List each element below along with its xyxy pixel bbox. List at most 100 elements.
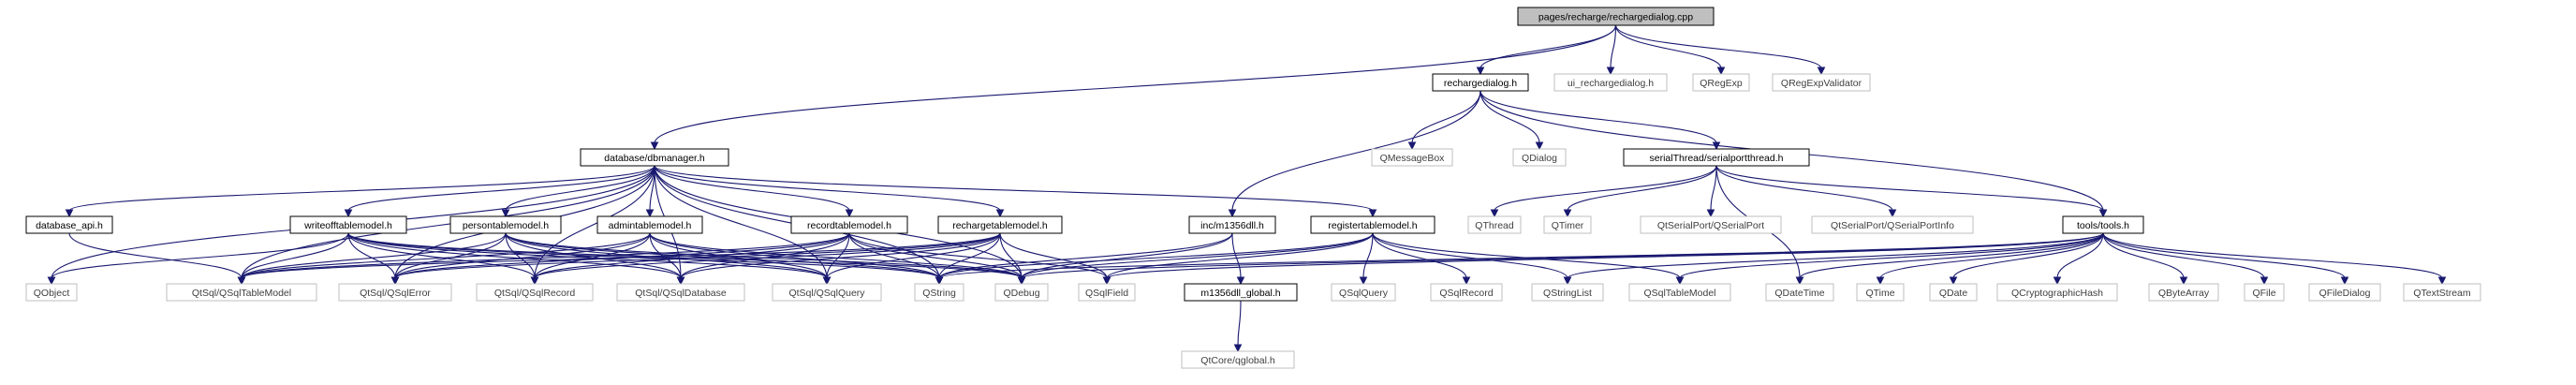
node-box xyxy=(1184,283,1298,302)
node-qdatetime[interactable]: QDateTime xyxy=(1765,283,1834,302)
node-box xyxy=(1512,148,1567,167)
node-box xyxy=(1310,215,1435,234)
node-qdate[interactable]: QDate xyxy=(1929,283,1978,302)
node-label: QtSql/QSqlTableModel xyxy=(192,288,291,299)
edge-registertablemodel_h-to-qsqlquery xyxy=(1359,232,1374,286)
edge-rechargedialog_h-to-qmessagebox xyxy=(1407,90,1481,151)
node-m1356dll-h[interactable]: inc/m1356dll.h xyxy=(1188,215,1276,234)
edge-dbmanager_h-to-rechargetablemodel_h xyxy=(654,165,1005,218)
node-box xyxy=(914,283,964,302)
edge-rechargetablemodel_h-to-qsqlerror xyxy=(390,232,1001,286)
node-qregexp[interactable]: QRegExp xyxy=(1692,73,1750,92)
node-qfiledialog[interactable]: QFileDialog xyxy=(2308,283,2381,302)
node-root[interactable]: pages/recharge/rechargedialog.cpp xyxy=(1517,7,1715,26)
edge-dbmanager_h-to-writeofftablemodel_h xyxy=(344,165,655,218)
node-box xyxy=(1188,215,1276,234)
node-label: QCryptographicHash xyxy=(2011,288,2103,299)
edge-serialportthread_h-to-qserialportinfo xyxy=(1715,165,1897,218)
node-qserialport[interactable]: QtSerialPort/QSerialPort xyxy=(1640,215,1782,234)
node-qstring[interactable]: QString xyxy=(914,283,964,302)
node-label: tools/tools.h xyxy=(2077,220,2129,231)
node-database-api-h[interactable]: database_api.h xyxy=(25,215,113,234)
edge-dbmanager_h-to-persontablemodel_h xyxy=(501,165,655,218)
node-label: pages/recharge/rechargedialog.cpp xyxy=(1538,11,1693,22)
node-box xyxy=(772,283,882,302)
node-ui-rechargedialog-h[interactable]: ui_rechargedialog.h xyxy=(1553,73,1668,92)
edge-root-to-qregexp xyxy=(1614,24,1726,76)
node-box xyxy=(937,215,1063,234)
node-qbytearray[interactable]: QByteArray xyxy=(2148,283,2219,302)
node-label: database/dbmanager.h xyxy=(604,153,705,164)
edge-root-to-ui_rechargedialog_h xyxy=(1606,24,1617,76)
node-box xyxy=(1432,73,1529,92)
node-label: QObject xyxy=(34,288,70,299)
node-qmessagebox[interactable]: QMessageBox xyxy=(1371,148,1453,167)
edge-rechargetablemodel_h-to-qsqltablemodel_mod xyxy=(237,232,1001,286)
node-label: ui_rechargedialog.h xyxy=(1568,78,1654,89)
edge-tools_h-to-qtime xyxy=(1876,232,2104,286)
edge-writeofftablemodel_h-to-qobject xyxy=(47,232,349,286)
node-qtime[interactable]: QTime xyxy=(1856,283,1905,302)
node-qtimer[interactable]: QTimer xyxy=(1543,215,1592,234)
node-box xyxy=(580,148,729,167)
node-writeofftablemodel-h[interactable]: writeofftablemodel.h xyxy=(289,215,407,234)
node-label: QRegExpValidator xyxy=(1781,78,1862,89)
node-box xyxy=(1371,148,1453,167)
edge-tools_h-to-qsqltablemodel xyxy=(1675,232,2104,286)
node-persontablemodel-h[interactable]: persontablemodel.h xyxy=(449,215,562,234)
node-qserialportinfo[interactable]: QtSerialPort/QSerialPortInfo xyxy=(1811,215,1974,234)
node-qsqlquery-mod[interactable]: QtSql/QSqlQuery xyxy=(772,283,882,302)
node-tools-h[interactable]: tools/tools.h xyxy=(2062,215,2144,234)
node-rechargetablemodel-h[interactable]: rechargetablemodel.h xyxy=(937,215,1063,234)
node-qdialog[interactable]: QDialog xyxy=(1512,148,1567,167)
node-label: inc/m1356dll.h xyxy=(1200,220,1264,231)
node-label: serialThread/serialportthread.h xyxy=(1650,153,1784,164)
node-label: rechargedialog.h xyxy=(1444,78,1517,89)
node-qthread[interactable]: QThread xyxy=(1467,215,1522,234)
edge-tools_h-to-qbytearray xyxy=(2102,232,2188,286)
node-qcryptographichash[interactable]: QCryptographicHash xyxy=(1996,283,2118,302)
node-qsqlerror[interactable]: QtSql/QSqlError xyxy=(338,283,452,302)
node-box xyxy=(2244,283,2285,302)
edge-m1356dll_global_h-to-qglobal_h xyxy=(1233,300,1243,353)
edge-tools_h-to-qcryptographichash xyxy=(2053,232,2104,286)
edge-root-to-qregexpvalidator xyxy=(1614,24,1826,76)
node-box xyxy=(2403,283,2481,302)
node-serialportthread-h[interactable]: serialThread/serialportthread.h xyxy=(1623,148,1810,167)
node-qsqlrecord-mod[interactable]: QtSql/QSqlRecord xyxy=(476,283,594,302)
node-label: QRegExp xyxy=(1700,78,1743,89)
edge-m1356dll_h-to-qdebug xyxy=(1017,232,1233,286)
node-label: QStringList xyxy=(1543,288,1592,299)
edge-tools_h-to-qtextstream xyxy=(2102,232,2447,286)
node-registertablemodel-h[interactable]: registertablemodel.h xyxy=(1310,215,1435,234)
node-label: QFile xyxy=(2252,288,2275,299)
node-qobject[interactable]: QObject xyxy=(25,283,78,302)
node-qregexpvalidator[interactable]: QRegExpValidator xyxy=(1772,73,1871,92)
node-qsqlrecord[interactable]: QSqlRecord xyxy=(1430,283,1503,302)
node-qsqltablemodel-mod[interactable]: QtSql/QSqlTableModel xyxy=(166,283,317,302)
node-qsqlfield[interactable]: QSqlField xyxy=(1078,283,1136,302)
node-qdebug[interactable]: QDebug xyxy=(994,283,1049,302)
node-qsqltablemodel[interactable]: QSqlTableModel xyxy=(1628,283,1731,302)
node-qglobal-h[interactable]: QtCore/qglobal.h xyxy=(1181,350,1295,369)
edge-writeofftablemodel_h-to-qsqltablemodel_mod xyxy=(237,232,349,286)
edge-tools_h-to-qdate xyxy=(1949,232,2104,286)
node-label: QtCore/qglobal.h xyxy=(1200,355,1275,366)
node-admintablemodel-h[interactable]: admintablemodel.h xyxy=(596,215,703,234)
node-recordtablemodel-h[interactable]: recordtablemodel.h xyxy=(790,215,908,234)
node-qsqldatabase[interactable]: QtSql/QSqlDatabase xyxy=(616,283,745,302)
node-rechargedialog-h[interactable]: rechargedialog.h xyxy=(1432,73,1529,92)
node-m1356dll-global-h[interactable]: m1356dll_global.h xyxy=(1184,283,1298,302)
edge-rechargetablemodel_h-to-qsqlfield xyxy=(999,232,1111,286)
edge-serialportthread_h-to-qthread xyxy=(1490,165,1717,218)
edge-serialportthread_h-to-qtimer xyxy=(1563,165,1717,218)
node-qsqlquery[interactable]: QSqlQuery xyxy=(1331,283,1396,302)
node-qtextstream[interactable]: QTextStream xyxy=(2403,283,2481,302)
node-dbmanager-h[interactable]: database/dbmanager.h xyxy=(580,148,729,167)
node-box xyxy=(2308,283,2381,302)
node-box xyxy=(1628,283,1731,302)
edge-rechargedialog_h-to-qdialog xyxy=(1479,90,1544,151)
node-qfile[interactable]: QFile xyxy=(2244,283,2285,302)
node-box xyxy=(1811,215,1974,234)
node-qstringlist[interactable]: QStringList xyxy=(1531,283,1604,302)
